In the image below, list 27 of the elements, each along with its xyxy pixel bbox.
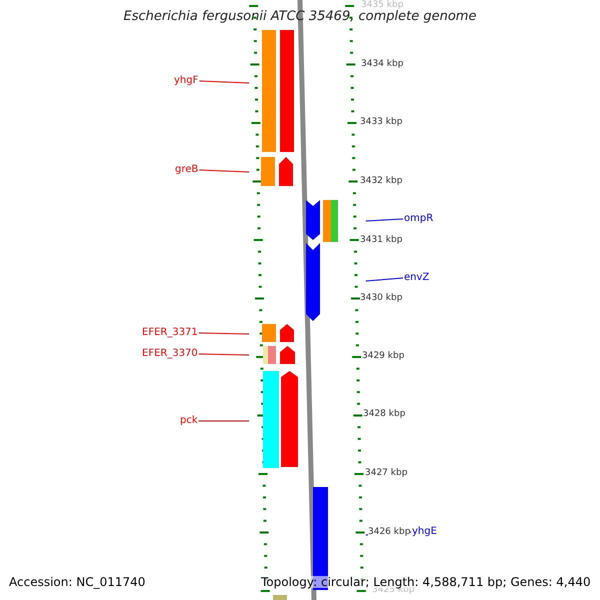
- scale-label: 3426 kbp: [368, 528, 410, 537]
- gene-label: yhgF: [174, 76, 198, 86]
- diagram-title: Escherichia fergusonii ATCC 35469, complete genome: [122, 10, 478, 23]
- leader-line: [198, 170, 250, 172]
- leader-line: [365, 218, 404, 222]
- scale-label: 3428 kbp: [363, 410, 406, 419]
- leader-line: [198, 80, 250, 84]
- scale-label: 3434 kbp: [361, 60, 404, 69]
- accession-note: Accession: NC_011740: [9, 576, 146, 588]
- gene-label: pck: [180, 416, 198, 426]
- scale-label: 3431 kbp: [360, 236, 402, 245]
- scale-label: 3432 kbp: [360, 177, 402, 186]
- gene-label: ompR: [404, 214, 434, 224]
- scale-label: 3433 kbp: [360, 118, 402, 127]
- leader-line: [198, 332, 250, 334]
- gene-label: EFER_3371: [142, 328, 198, 338]
- scale-label: 3427 kbp: [365, 469, 408, 478]
- gene-label: EFER_3370: [142, 349, 198, 359]
- gene-label: envZ: [404, 273, 430, 283]
- scale-label: 3429 kbp: [362, 352, 404, 361]
- scale-label: 3430 kbp: [360, 294, 402, 303]
- gene-label: greB: [175, 165, 198, 175]
- leader-line: [365, 278, 404, 282]
- leader-line: [198, 354, 250, 356]
- scale-label: 3435 kbp: [361, 1, 404, 10]
- leader-line: [198, 420, 250, 422]
- gene-label: yhgE: [412, 527, 437, 537]
